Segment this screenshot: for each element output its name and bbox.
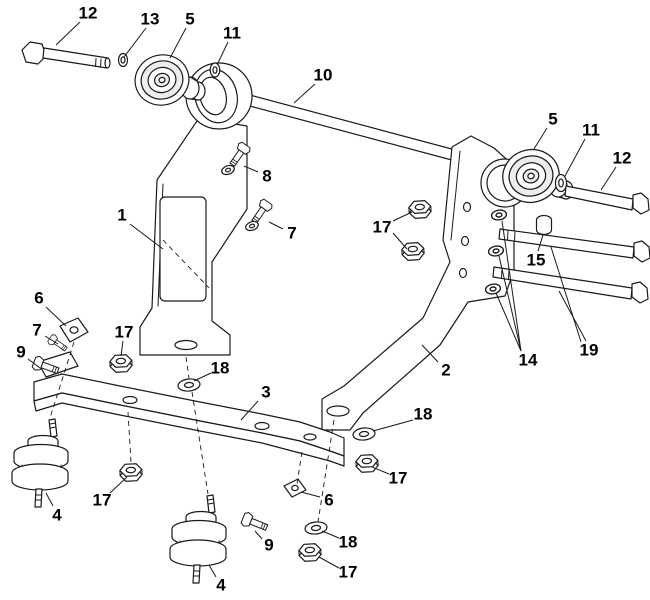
callout-label-4-30: 4 xyxy=(216,576,226,595)
callout-label-17-19: 17 xyxy=(115,323,134,342)
callout-leader-9-18 xyxy=(27,358,41,369)
washer-part-11-right xyxy=(554,173,568,193)
callout-leader-7-17 xyxy=(44,335,59,345)
callout-label-12-0: 12 xyxy=(79,4,98,23)
callout-label-19-15: 19 xyxy=(580,341,599,360)
callout-leader-9-27 xyxy=(254,530,263,540)
bracket-left-part-1 xyxy=(139,62,253,356)
square-washer-part-6-lower xyxy=(283,478,307,498)
callout-label-11-9: 11 xyxy=(582,121,600,140)
callout-label-18-28: 18 xyxy=(339,533,358,552)
callout-label-1-6: 1 xyxy=(117,206,126,225)
callout-label-9-27: 9 xyxy=(264,536,273,555)
callout-leader-5-8 xyxy=(533,127,548,150)
callout-label-7-7: 7 xyxy=(287,224,296,243)
bolt-part-19-upper xyxy=(498,228,650,263)
callout-leader-14-14 xyxy=(495,292,522,352)
callout-leader-14-14 xyxy=(501,220,522,352)
nut-part-17 xyxy=(400,241,426,262)
washer-part-18 xyxy=(303,520,329,536)
washer-part-13 xyxy=(117,52,129,68)
callout-label-18-22: 18 xyxy=(414,405,433,424)
callout-leader-4-30 xyxy=(208,564,217,578)
callout-label-17-11: 17 xyxy=(373,218,392,237)
callout-leader-15-12 xyxy=(537,234,544,252)
callout-leader-7-7 xyxy=(268,221,284,230)
bolt-part-12-left xyxy=(21,41,111,69)
callout-leader-19-15 xyxy=(550,246,582,343)
assembly-dashed-lines xyxy=(49,341,335,523)
nut-part-17 xyxy=(354,453,380,474)
callout-leader-6-16 xyxy=(45,306,67,327)
callout-label-10-4: 10 xyxy=(314,66,333,85)
callout-label-3-21: 3 xyxy=(261,383,270,402)
callout-label-5-8: 5 xyxy=(548,110,557,129)
isolator-mount-part-4-rear xyxy=(169,494,227,584)
callout-leader-17-11 xyxy=(392,211,413,222)
nut-part-17 xyxy=(407,199,433,220)
callout-leader-4-25 xyxy=(45,492,54,507)
nut-part-17 xyxy=(108,353,134,374)
callout-leader-5-2 xyxy=(169,27,187,59)
callout-leader-12-0 xyxy=(55,21,81,46)
washer-part-18 xyxy=(351,426,377,442)
callout-label-17-24: 17 xyxy=(93,491,112,510)
bolt-part-19-lower xyxy=(492,266,649,304)
callout-leader-17-24 xyxy=(109,476,128,494)
bolt-part-9-lower xyxy=(239,510,270,535)
callout-label-5-2: 5 xyxy=(185,10,194,29)
washer-part-11-left xyxy=(209,62,221,78)
callout-leader-17-11 xyxy=(392,232,408,250)
pulley-mount-left-part-5 xyxy=(128,48,206,112)
callout-leader-8-5 xyxy=(243,165,259,173)
crossmember-part-3 xyxy=(33,351,345,467)
callout-label-6-26: 6 xyxy=(324,491,333,510)
callout-leader-18-22 xyxy=(372,419,414,432)
callout-label-17-23: 17 xyxy=(389,469,408,488)
callout-label-7-17: 7 xyxy=(32,321,41,340)
callout-label-18-20: 18 xyxy=(211,359,230,378)
bracket-right-part-2 xyxy=(321,135,530,431)
callout-leader-10-4 xyxy=(293,83,316,104)
callout-label-2-13: 2 xyxy=(441,361,450,380)
nut-part-17 xyxy=(118,462,144,483)
spacer-part-15 xyxy=(535,214,553,236)
callout-leader-13-1 xyxy=(123,27,147,58)
callout-leader-6-26 xyxy=(300,491,321,498)
isolator-mount-part-4-front xyxy=(11,418,69,508)
callout-label-17-29: 17 xyxy=(339,563,358,582)
callout-leader-19-15 xyxy=(558,290,587,342)
callout-label-14-14: 14 xyxy=(519,351,538,370)
callout-leader-17-29 xyxy=(318,556,340,569)
callout-label-15-12: 15 xyxy=(527,251,546,270)
callout-leader-2-13 xyxy=(421,344,439,363)
callout-leader-18-28 xyxy=(321,530,340,539)
callout-label-13-1: 13 xyxy=(141,10,160,29)
callout-label-8-5: 8 xyxy=(262,167,271,186)
bolt-part-12-right xyxy=(564,185,650,215)
callout-leader-1-6 xyxy=(129,223,164,250)
callout-leader-18-20 xyxy=(193,372,212,382)
nut-part-17 xyxy=(297,542,323,563)
callout-label-11-3: 11 xyxy=(223,24,241,43)
callout-label-9-18: 9 xyxy=(16,343,25,362)
callout-label-4-25: 4 xyxy=(52,506,62,525)
callout-leader-11-3 xyxy=(217,41,229,64)
callout-leader-14-14 xyxy=(498,255,522,352)
callout-leader-12-10 xyxy=(600,166,617,191)
square-washer-part-6-upper xyxy=(59,317,89,343)
callout-leader-3-21 xyxy=(240,400,259,421)
callout-leader-17-19 xyxy=(120,340,124,357)
callout-label-6-16: 6 xyxy=(34,289,43,308)
callout-label-12-10: 12 xyxy=(613,149,632,168)
callout-leader-17-23 xyxy=(371,466,390,475)
callout-leader-11-9 xyxy=(564,138,586,177)
